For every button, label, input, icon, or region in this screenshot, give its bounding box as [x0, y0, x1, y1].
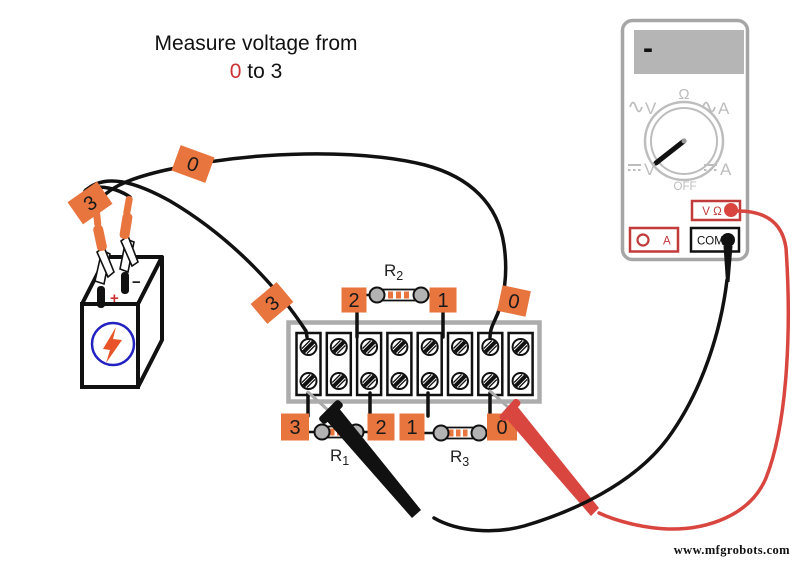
jack-v-ohm-label: V Ω — [702, 206, 722, 218]
wire-0-battery-to-strip — [94, 152, 508, 339]
red-plug[interactable] — [724, 203, 738, 217]
battery-post-positive[interactable] — [97, 286, 105, 308]
clip-sleeve — [123, 196, 133, 216]
ac-wave-icon — [629, 101, 643, 113]
resistor-r2 — [368, 286, 430, 304]
amp-jack-hole-icon — [636, 233, 650, 247]
title-from-value: 0 — [229, 60, 242, 83]
tag-wire3-battery: 3 — [67, 181, 113, 225]
battery-logo-ring — [90, 321, 136, 367]
resistor-r3 — [432, 424, 488, 442]
label-r2: R2 — [384, 261, 403, 283]
svg-text:3: 3 — [289, 417, 300, 439]
black-test-lead — [432, 278, 729, 533]
tag-wire3-strip: 3 — [250, 282, 294, 324]
svg-text:0: 0 — [496, 417, 507, 439]
terminal-lug-6 — [448, 333, 472, 395]
svg-text:1: 1 — [406, 417, 417, 439]
meter-dial[interactable] — [643, 100, 725, 182]
tag-bottom-2: 2 — [367, 413, 395, 441]
multimeter: - Ω V A V A OFF V Ω — [620, 18, 750, 282]
dial-label-ohm: Ω — [678, 86, 689, 103]
clip-boot — [119, 212, 133, 240]
meter-display — [634, 30, 744, 74]
battery-post-negative[interactable] — [121, 272, 129, 294]
svg-text:2: 2 — [375, 417, 386, 439]
meter-display-value: - — [643, 32, 653, 65]
tag-wire0-strip: 0 — [497, 285, 531, 317]
svg-text:1: 1 — [437, 290, 448, 312]
label-r1: R1 — [330, 446, 349, 468]
label-r3: R3 — [450, 447, 469, 469]
terminal-lug-1 — [297, 333, 321, 395]
title-line2: 0 to 3 — [128, 58, 384, 86]
dial-label-off: OFF — [674, 181, 697, 193]
tag-bottom-1: 1 — [399, 413, 425, 441]
dial-label-dca: A — [720, 160, 732, 179]
jack-com-label: COM — [697, 236, 724, 248]
dial-label-acv: V — [645, 99, 657, 118]
tag-wire0-battery: 0 — [171, 145, 215, 183]
tag-top-1: 1 — [429, 287, 457, 313]
black-probe-tip — [306, 390, 331, 413]
wire-tags: 0 3 3 0 2 1 3 2 1 0 — [67, 145, 531, 441]
dial-label-aca: A — [718, 99, 730, 118]
black-plug-stem — [723, 246, 733, 282]
lightning-bolt-icon — [103, 327, 122, 363]
terminal-lug-8 — [509, 333, 533, 395]
alligator-clip-positive[interactable] — [92, 206, 115, 286]
svg-text:0: 0 — [506, 290, 521, 314]
terminal-strip — [286, 320, 542, 404]
terminal-lug-2 — [327, 333, 351, 395]
battery-minus-label: − — [132, 274, 141, 291]
terminal-lug-7 — [478, 333, 502, 395]
dial-needle — [653, 138, 687, 166]
red-probe[interactable] — [498, 398, 599, 516]
alligator-clip-negative[interactable] — [119, 196, 139, 274]
svg-text:2: 2 — [348, 290, 359, 312]
dial-label-dcv: V — [644, 160, 656, 179]
watermark: www.mfgrobots.com — [673, 543, 790, 557]
black-probe[interactable] — [318, 399, 421, 518]
tag-top-2: 2 — [341, 287, 367, 313]
terminal-lug-3 — [357, 333, 381, 395]
tag-bottom-3: 3 — [281, 413, 309, 441]
red-test-lead — [597, 209, 790, 531]
battery-plus-label: + — [110, 290, 119, 307]
battery: + − — [80, 255, 164, 389]
terminal-lug-4 — [387, 333, 411, 395]
ac-wave-icon — [702, 101, 716, 113]
title-line1: Measure voltage from — [154, 32, 358, 55]
jack-amp-label: A — [663, 236, 671, 248]
clip-boot — [93, 224, 107, 252]
title-line2-rest: to 3 — [247, 60, 283, 83]
black-plug[interactable] — [721, 233, 735, 247]
dial-hub — [681, 138, 687, 144]
red-probe-tip — [488, 389, 511, 410]
jack-amp[interactable]: A — [628, 226, 680, 253]
page-title: Measure voltage from 0 to 3 — [128, 30, 384, 86]
terminal-lug-5 — [418, 333, 442, 395]
